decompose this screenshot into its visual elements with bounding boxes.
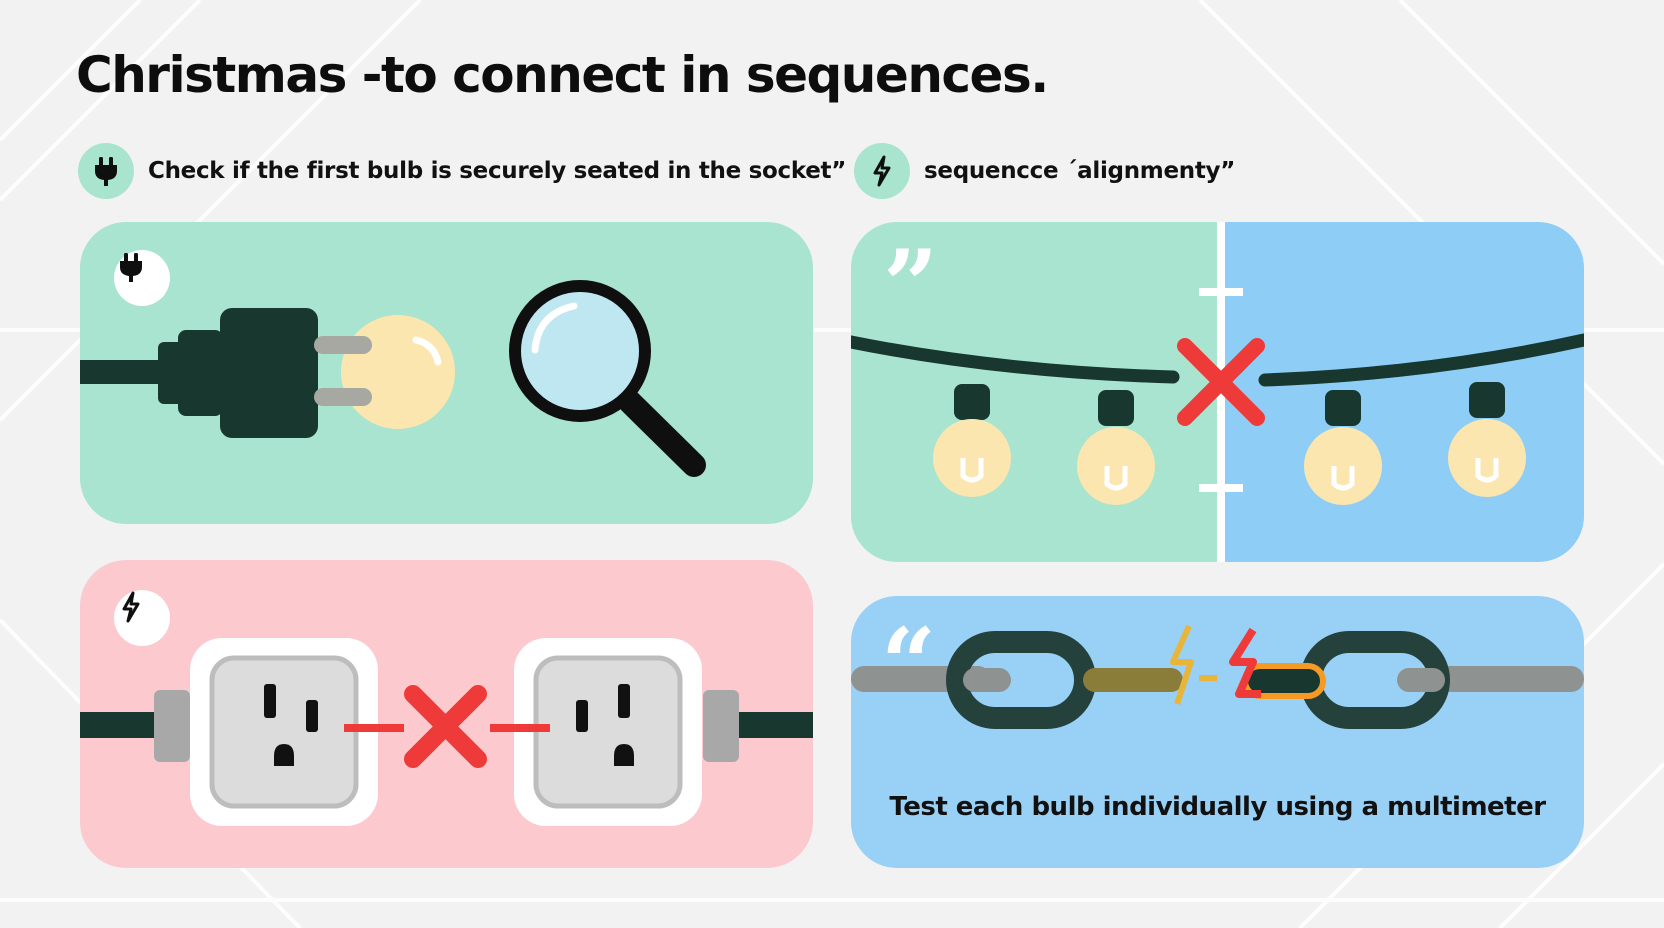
bulb-1 xyxy=(933,384,1011,497)
bulb-3 xyxy=(1304,390,1382,505)
chain-illustration xyxy=(851,624,1584,729)
light-string-illustration xyxy=(851,222,1584,562)
light-string-panel: ” xyxy=(851,222,1584,562)
quote-mark: “ xyxy=(881,607,937,720)
lightning-icon xyxy=(114,590,170,646)
step-label: sequencce ´alignmenty” xyxy=(924,158,1236,184)
plug-panel xyxy=(80,222,813,524)
plug-icon xyxy=(78,143,134,199)
step-check-bulb: Check if the first bulb is securely seat… xyxy=(78,143,846,199)
step-label: Check if the first bulb is securely seat… xyxy=(148,158,847,184)
step-alignment: sequencce ´alignmenty” xyxy=(854,143,1235,199)
outlet-illustration xyxy=(80,638,813,826)
lightning-icon xyxy=(854,143,910,199)
bulb-2 xyxy=(1077,390,1155,505)
plug-icon xyxy=(114,250,170,306)
page-title: Christmas -to connect in sequences. xyxy=(76,46,1049,104)
chain-panel: “ Test each bulb individually using a mu… xyxy=(851,596,1584,868)
outlet-panel xyxy=(80,560,813,868)
plug-illustration xyxy=(80,280,706,477)
chain-caption: Test each bulb individually using a mult… xyxy=(889,792,1546,822)
quote-mark: ” xyxy=(883,229,939,342)
bulb-4 xyxy=(1448,382,1526,497)
